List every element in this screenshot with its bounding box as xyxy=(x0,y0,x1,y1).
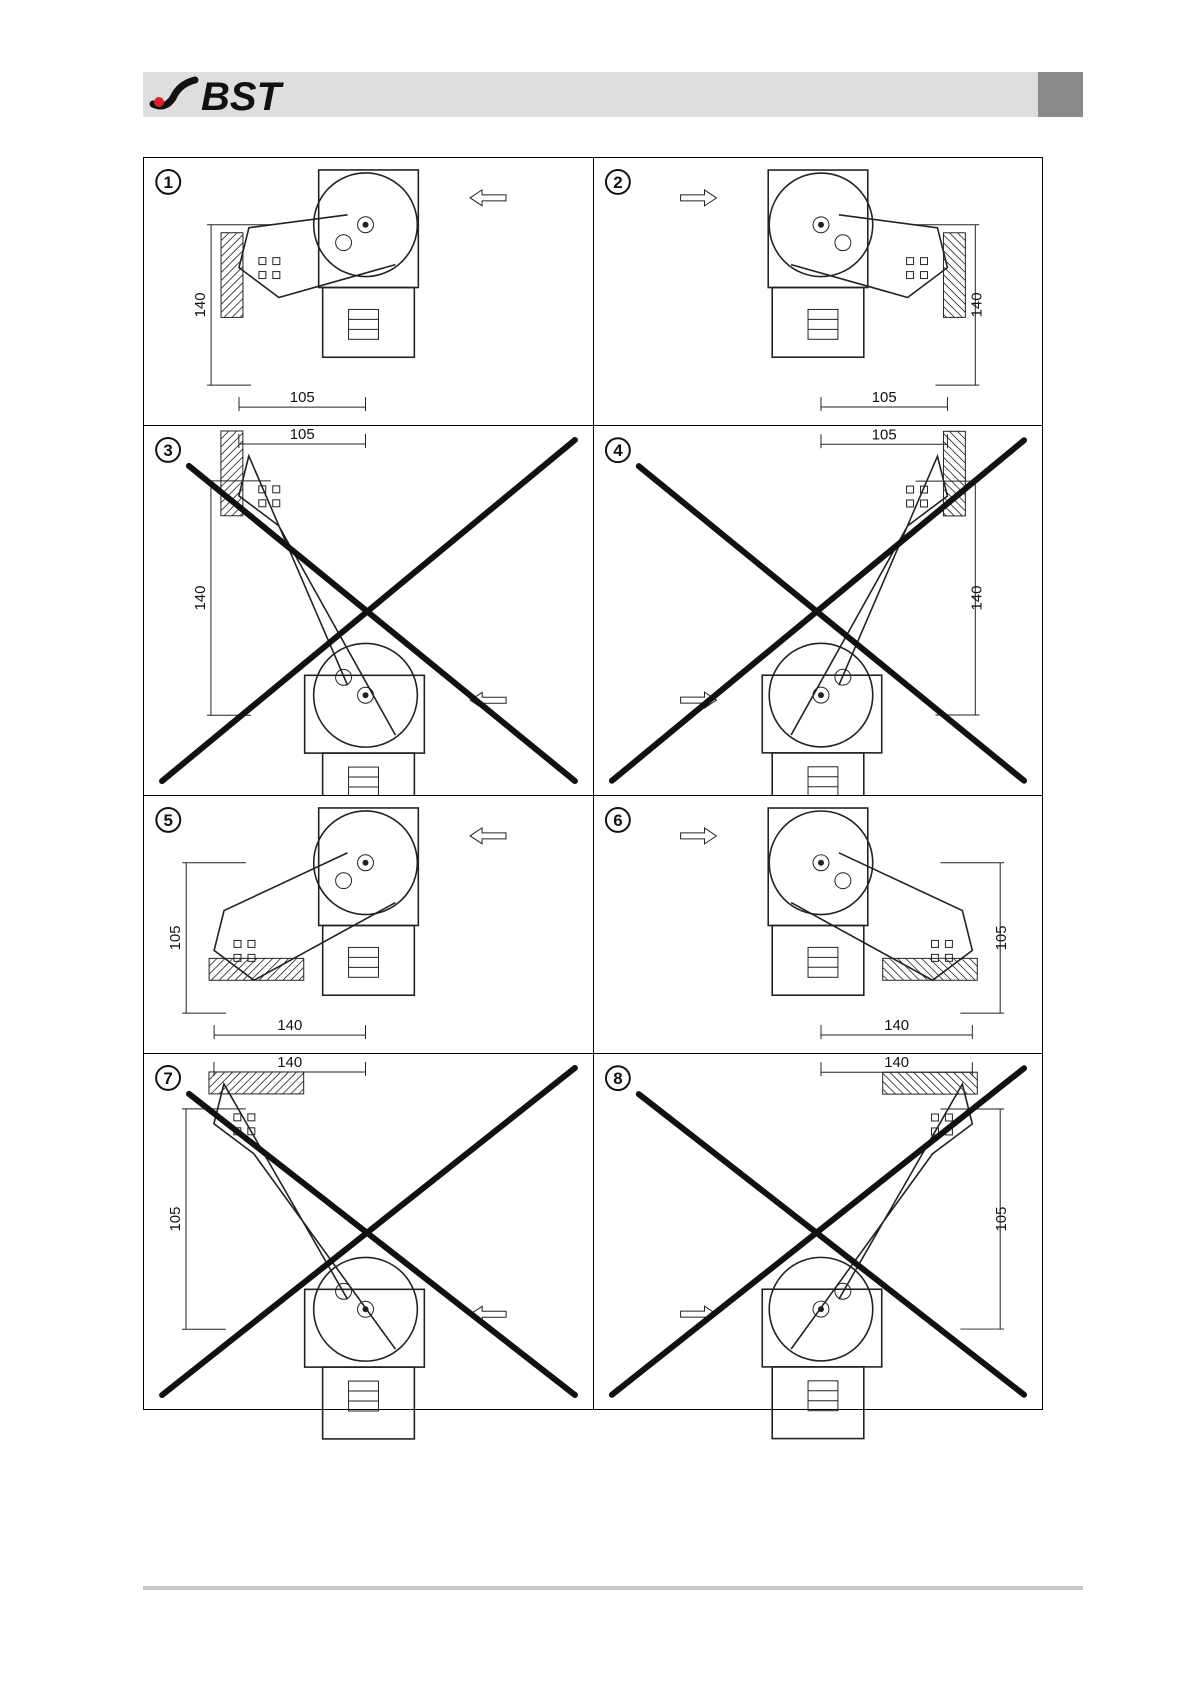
not-allowed-cross xyxy=(612,1068,1024,1395)
mounting-panel-4: 4 105 140 xyxy=(593,425,1043,796)
dimension-horizontal: 105 xyxy=(290,389,315,406)
panel-number-badge: 3 xyxy=(156,438,180,462)
dimension-horizontal: 105 xyxy=(872,389,897,406)
mounting-surface xyxy=(943,233,965,318)
panel-number-badge: 4 xyxy=(606,438,630,462)
dimension-vertical: 105 xyxy=(167,1207,184,1232)
mounting-panel-2: 2 105 140 xyxy=(593,157,1043,426)
bst-logo-mark: BST xyxy=(147,74,347,116)
gear-unit-drawing xyxy=(681,808,1005,1039)
dimension-vertical: 140 xyxy=(968,586,985,611)
mounting-surface xyxy=(883,1072,978,1094)
dimension-horizontal: 140 xyxy=(277,1017,302,1034)
gear-unit-drawing xyxy=(207,170,506,411)
mounting-surface xyxy=(883,958,978,980)
gear-unit-drawing xyxy=(207,431,506,825)
dimension-horizontal: 140 xyxy=(884,1054,909,1071)
panel-number: 5 xyxy=(164,811,173,830)
panel-number-badge: 5 xyxy=(156,808,180,832)
dimension-horizontal: 140 xyxy=(884,1017,909,1034)
dimension-labels: 105 140 xyxy=(872,292,986,406)
panel-number: 1 xyxy=(164,173,173,192)
panel-drawing: 7 140 105 xyxy=(144,1054,593,1409)
dimension-vertical: 140 xyxy=(192,586,209,611)
panel-drawing: 5 140 105 xyxy=(144,796,593,1053)
panel-number-badge: 7 xyxy=(156,1066,180,1090)
panel-number-badge: 2 xyxy=(606,170,630,194)
panel-number-badge: 6 xyxy=(606,808,630,832)
mounting-surface xyxy=(209,1072,304,1094)
not-allowed-cross xyxy=(162,1068,575,1395)
panel-number: 4 xyxy=(613,441,623,460)
not-allowed-cross xyxy=(612,440,1024,780)
logo-text: BST xyxy=(201,75,285,116)
dimension-lines xyxy=(182,863,365,1039)
dimension-labels: 140 105 xyxy=(167,925,302,1034)
mounting-panel-3: 3 105 140 xyxy=(143,425,594,796)
mounting-panel-8: 8 140 105 xyxy=(593,1053,1043,1410)
mounting-panel-1: 1 105 140 xyxy=(143,157,594,426)
panel-drawing: 1 105 140 xyxy=(144,158,593,425)
gear-unit-drawing xyxy=(681,431,980,824)
mounting-panel-5: 5 140 105 xyxy=(143,795,594,1054)
panel-drawing: 4 105 140 xyxy=(594,426,1042,795)
bst-logo: BST xyxy=(147,74,347,116)
dimension-horizontal: 140 xyxy=(277,1054,302,1071)
dimension-vertical: 140 xyxy=(968,292,985,317)
footer-rule xyxy=(143,1586,1083,1590)
dimension-vertical: 105 xyxy=(167,925,184,950)
panel-drawing: 3 105 140 xyxy=(144,426,593,795)
panel-number-badge: 8 xyxy=(606,1066,630,1090)
mounting-surface xyxy=(209,958,304,980)
panel-number: 8 xyxy=(613,1069,622,1088)
dimension-horizontal: 105 xyxy=(290,426,315,443)
mounting-surface xyxy=(221,233,243,318)
dimension-vertical: 140 xyxy=(192,292,209,317)
header-tab-marker xyxy=(1038,72,1083,117)
mounting-panel-6: 6 140 105 xyxy=(593,795,1043,1054)
panel-drawing: 2 105 140 xyxy=(594,158,1042,425)
panel-drawing: 8 140 105 xyxy=(594,1054,1042,1409)
panel-number-badge: 1 xyxy=(156,170,180,194)
dimension-labels: 105 140 xyxy=(192,292,315,406)
dimension-labels: 140 105 xyxy=(167,1054,302,1232)
gear-unit-drawing xyxy=(681,170,980,411)
dimension-vertical: 105 xyxy=(993,1207,1010,1232)
dimension-lines xyxy=(821,863,1004,1039)
dimension-vertical: 105 xyxy=(993,925,1010,950)
gear-unit-drawing xyxy=(182,808,506,1039)
panel-number: 2 xyxy=(613,173,622,192)
panel-number: 3 xyxy=(163,441,172,460)
mounting-panel-7: 7 140 105 xyxy=(143,1053,594,1410)
panel-drawing: 6 140 105 xyxy=(594,796,1042,1053)
panel-number: 7 xyxy=(163,1069,172,1088)
not-allowed-cross xyxy=(162,440,575,781)
dimension-lines xyxy=(821,225,979,411)
panel-number: 6 xyxy=(613,811,622,830)
dimension-horizontal: 105 xyxy=(872,426,897,443)
